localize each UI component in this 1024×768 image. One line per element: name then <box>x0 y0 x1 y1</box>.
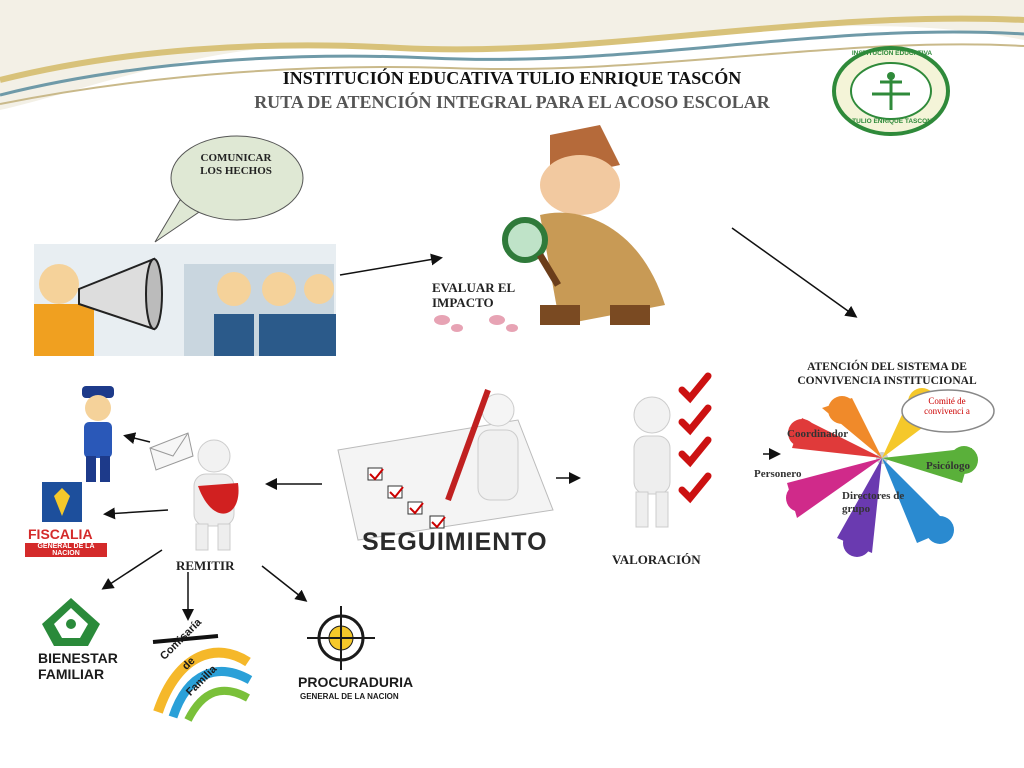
detective-illustration <box>502 125 665 325</box>
school-logo-text-top: INSTITUCION EDUCATIVA <box>851 50 933 57</box>
step-comunicar: COMUNICAR LOS HECHOS <box>200 152 272 177</box>
role-coordinador: Coordinador <box>787 428 849 440</box>
bienestar-logo <box>42 598 100 646</box>
speech-bubble <box>154 135 304 243</box>
comisaria-logo <box>152 634 253 722</box>
procuraduria-name: PROCURADURIA <box>298 674 414 690</box>
fiscalia-subtitle: GENERAL DE LA NACION <box>25 543 107 557</box>
bienestar-name-1: BIENESTAR <box>38 650 118 666</box>
megaphone-illustration <box>34 244 336 356</box>
school-logo <box>832 46 950 136</box>
role-comite: Comité de convivenci a <box>924 396 970 416</box>
team-circle-illustration <box>786 388 978 557</box>
remitir-illustration <box>149 432 239 551</box>
fiscalia-logo <box>42 482 82 522</box>
step-remitir: REMITIR <box>176 558 235 573</box>
fiscalia-name: FISCALIA <box>28 526 93 542</box>
header-wave <box>0 0 1024 110</box>
role-directores: Directores de grupo <box>842 490 905 515</box>
valoracion-illustration <box>633 372 712 528</box>
police-illustration <box>82 386 114 482</box>
step-evaluar: EVALUAR EL IMPACTO <box>432 280 515 310</box>
page-title: INSTITUCIÓN EDUCATIVA TULIO ENRIQUE TASC… <box>282 68 742 88</box>
step-atencion: ATENCIÓN DEL SISTEMA DE CONVIVENCIA INST… <box>797 361 977 387</box>
page-subtitle: RUTA DE ATENCIÓN INTEGRAL PARA EL ACOSO … <box>254 92 770 112</box>
school-logo-text-bottom: TULIO ENRIQUE TASCON <box>852 118 932 125</box>
bienestar-name-2: FAMILIAR <box>38 666 105 682</box>
comite-bubble <box>901 389 995 433</box>
procuraduria-subtitle: GENERAL DE LA NACION <box>300 692 399 701</box>
footprints <box>434 315 518 332</box>
procuraduria-logo <box>307 606 375 670</box>
role-personero: Personero <box>754 468 802 480</box>
step-seguimiento: SEGUIMIENTO <box>362 528 548 556</box>
role-psicologo: Psicólogo <box>926 460 970 472</box>
seguimiento-illustration <box>337 388 554 541</box>
step-valoracion: VALORACIÓN <box>612 552 701 567</box>
